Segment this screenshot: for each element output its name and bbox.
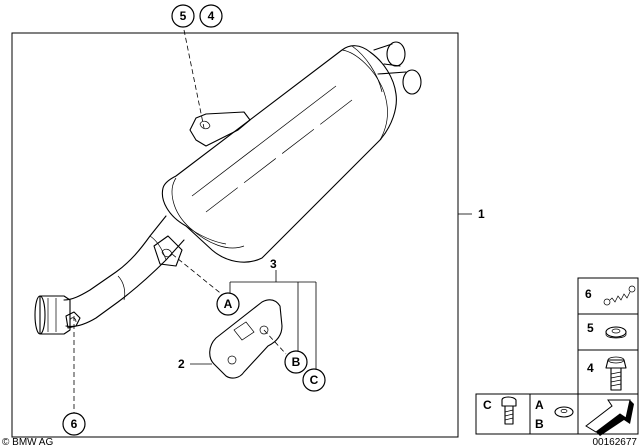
callout-b[interactable]: B	[284, 350, 308, 374]
legend-arrow	[577, 393, 639, 436]
leader-line-5-4	[183, 29, 205, 129]
muffler-silencer[interactable]	[161, 41, 422, 263]
legend-screw-c[interactable]: C	[475, 393, 531, 435]
legend-spring[interactable]: 6	[577, 277, 639, 315]
leader-line-b	[263, 329, 287, 355]
legend-washer-number: 5	[587, 321, 594, 335]
legend-screw-letter: C	[483, 398, 492, 412]
callout-c[interactable]: C	[302, 368, 326, 392]
legend-washer[interactable]: 5	[577, 313, 639, 351]
leader-line-3-bracket	[229, 270, 317, 370]
direction-arrow-shadow	[596, 400, 634, 436]
callout-c-text: C	[310, 373, 319, 387]
tension-spring-icon	[603, 285, 636, 306]
diagram-frame	[11, 32, 459, 438]
washer-icon	[605, 326, 627, 339]
legend-bolt-number: 4	[587, 361, 594, 375]
callout-4-text: 4	[208, 9, 215, 23]
callout-a-text: A	[224, 297, 233, 311]
callout-5-4[interactable]: 5 4	[171, 4, 223, 28]
screw-icon	[501, 396, 517, 425]
legend-spring-number: 6	[585, 287, 592, 301]
part-1-label: 1	[478, 207, 485, 221]
flat-washer-icon	[554, 406, 574, 418]
link-pipe[interactable]	[34, 215, 185, 335]
legend-bolt[interactable]: 4	[577, 349, 639, 395]
leader-line-a	[171, 253, 225, 297]
legend-washer-b-letter: B	[535, 417, 544, 431]
heat-shield-plate[interactable]	[209, 299, 283, 379]
callout-b-text: B	[292, 355, 301, 369]
callout-5-text: 5	[180, 9, 187, 23]
part-3-label: 3	[270, 257, 277, 271]
legend-washers-ab[interactable]: A B	[529, 393, 579, 435]
callout-6[interactable]: 6	[62, 412, 86, 436]
legend-washer-a-letter: A	[535, 398, 544, 412]
callout-a[interactable]: A	[216, 292, 240, 316]
hex-bolt-icon	[605, 356, 627, 391]
copyright-text: © BMW AG	[2, 437, 53, 448]
image-number: 00162677	[593, 437, 638, 448]
callout-6-text: 6	[71, 417, 78, 431]
part-2-label: 2	[178, 357, 185, 371]
